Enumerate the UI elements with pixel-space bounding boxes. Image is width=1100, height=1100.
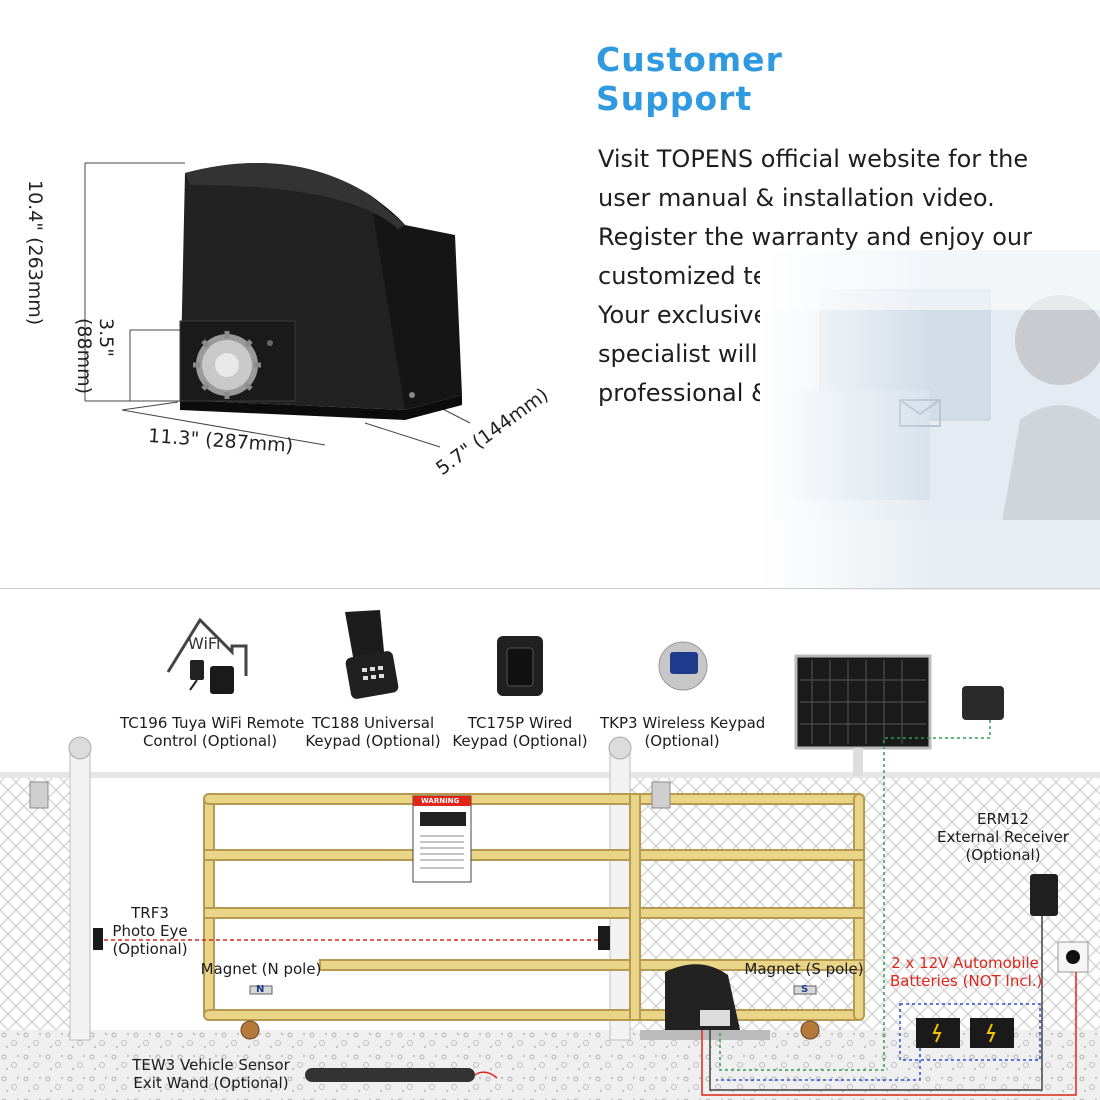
tc196-label: TC196 Tuya WiFi Remote Control (Optional… — [120, 714, 305, 750]
gear-height-label: 3.5" — [95, 318, 117, 357]
magnet-n-label: Magnet (N pole) — [200, 960, 322, 978]
warning-sign-text: WARNING — [421, 797, 460, 805]
wifi-icon: WiFi — [188, 634, 221, 653]
installation-diagram — [0, 610, 1100, 1100]
office-background-image — [760, 250, 1100, 590]
page-title: Customer Support — [596, 40, 783, 118]
tc188-label: TC188 Universal Keypad (Optional) — [305, 714, 441, 750]
support-line: Visit TOPENS official website for the — [598, 145, 1029, 173]
section-divider — [0, 588, 1100, 589]
support-line: Register the warranty and enjoy our — [598, 223, 1032, 251]
trf3-label: TRF3 Photo Eye (Optional) — [112, 904, 188, 958]
gear-height-mm-label: (88mm) — [73, 318, 95, 395]
height-dimension-label: 10.4" (263mm) — [24, 180, 46, 326]
support-line: user manual & installation video. — [598, 184, 995, 212]
magnet-n-letter: N — [256, 984, 265, 995]
magnet-s-label: Magnet (S pole) — [744, 960, 864, 978]
tc175p-label: TC175P Wired Keypad (Optional) — [452, 714, 588, 750]
tkp3-label: TKP3 Wireless Keypad (Optional) — [600, 714, 766, 750]
tew3-label: TEW3 Vehicle Sensor Exit Wand (Optional) — [132, 1056, 290, 1092]
gate-opener-product — [84, 162, 471, 448]
magnet-s-letter: S — [801, 984, 809, 995]
batteries-label: 2 x 12V Automobile Batteries (NOT Incl.) — [890, 954, 1043, 990]
erm12-label: ERM12 External Receiver (Optional) — [937, 810, 1069, 864]
